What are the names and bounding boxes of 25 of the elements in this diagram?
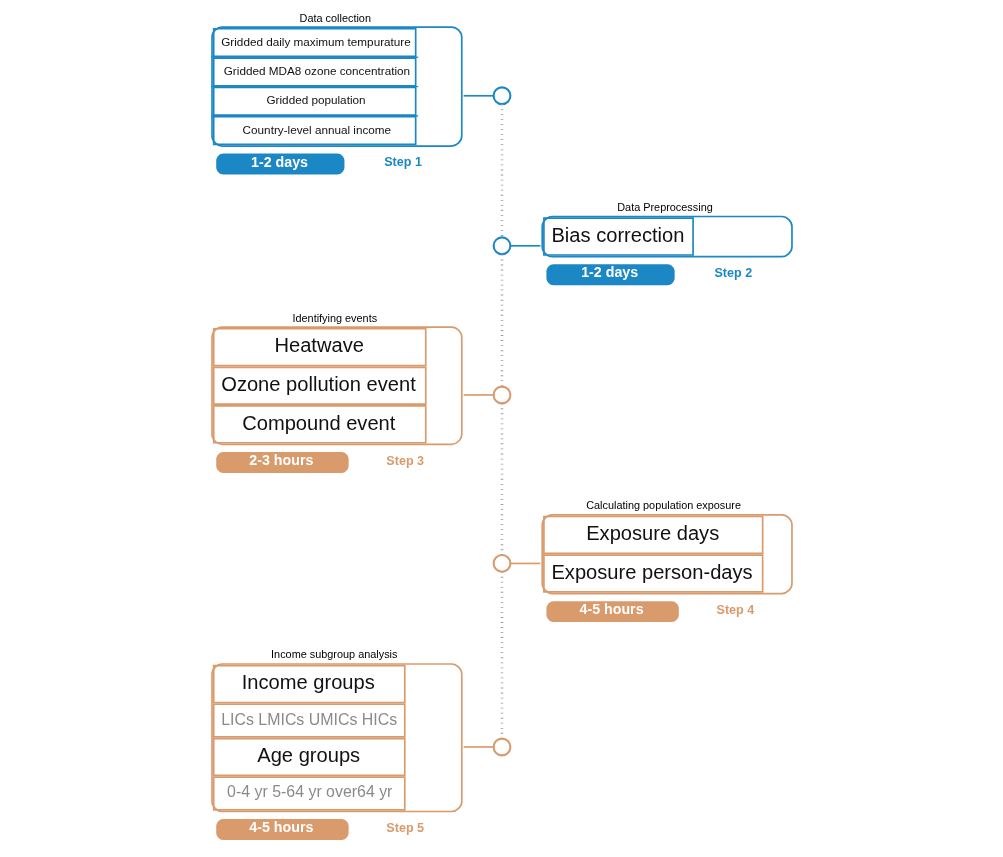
node-circle: [492, 236, 511, 256]
node-label: Data collection: [299, 11, 371, 24]
node-label: Step 2: [713, 265, 752, 280]
node-label: 1-2 days: [250, 153, 308, 170]
node-label: 4-5 hours: [248, 819, 313, 836]
node-circle: [492, 737, 511, 757]
node-label: Calculating population exposure: [585, 499, 741, 512]
connector: [509, 562, 541, 565]
node-label: Income subgroup analysis: [270, 648, 397, 661]
node-label: Identifying events: [291, 311, 377, 324]
node-label: Step 3: [385, 453, 424, 468]
node-label: Step 1: [383, 155, 422, 170]
node-circle: [492, 554, 511, 573]
node-circle: [492, 385, 511, 405]
node-label: 1-2 days: [580, 264, 638, 281]
node-label: Step 5: [385, 820, 424, 835]
node-label: Step 4: [716, 602, 754, 617]
node-circle: [492, 86, 511, 106]
node-label: 4-5 hours: [579, 601, 644, 618]
connector: [462, 94, 494, 97]
connector: [509, 244, 541, 247]
node-label: Data Preprocessing: [616, 200, 713, 213]
connector: [462, 394, 494, 396]
connector: [462, 746, 494, 748]
node-label: 2-3 hours: [248, 452, 313, 469]
